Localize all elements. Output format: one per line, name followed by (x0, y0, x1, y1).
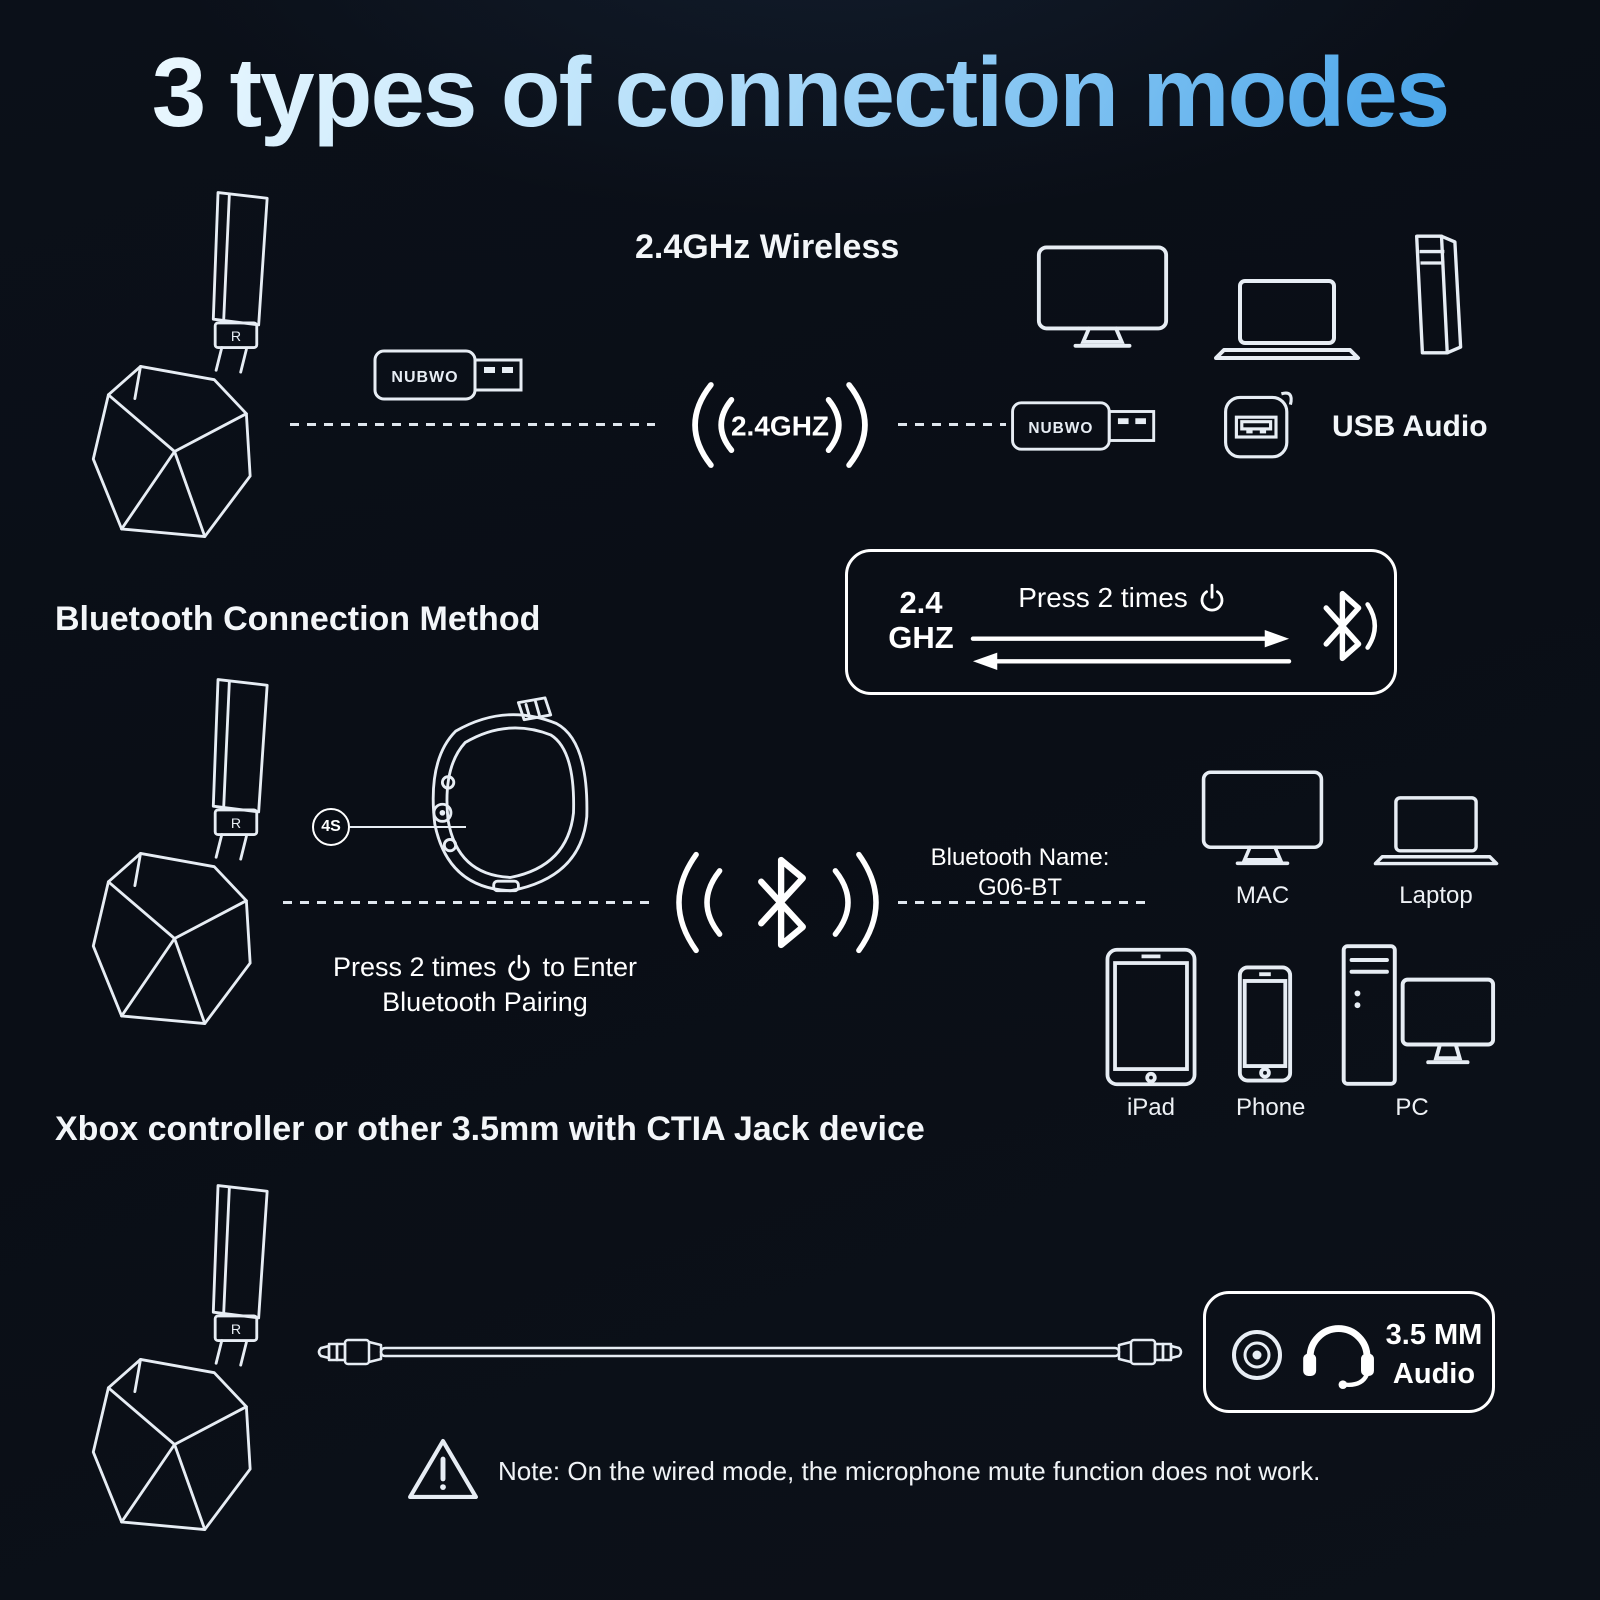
svg-text:R: R (231, 1322, 241, 1338)
dashed-connector (290, 423, 655, 426)
aux-audio-line1: 3.5 MM (1385, 1319, 1483, 1351)
freq-line2: GHZ (888, 619, 954, 655)
headset-illustration: R (91, 1184, 269, 1531)
usb-dongle-icon: NUBWO (373, 349, 523, 401)
bluetooth-name-label: Bluetooth Name: (930, 844, 1110, 871)
signal-label: 2.4GHZ (731, 410, 829, 441)
warning-icon (408, 1438, 478, 1500)
bluetooth-name-value: G06-BT (977, 874, 1063, 901)
usb-port-icon (1224, 391, 1293, 459)
bluetooth-name: Bluetooth Name: G06-BT (915, 843, 1125, 903)
headset-mic-icon (1303, 1325, 1374, 1389)
game-console-icon (1414, 234, 1463, 355)
pairing-instruction: Press 2 times to Enter Bluetooth Pairing (320, 952, 650, 1018)
usb-audio-label: USB Audio (1332, 410, 1488, 443)
wired-heading: Xbox controller or other 3.5mm with CTIA… (55, 1110, 925, 1148)
laptop-icon (1373, 796, 1499, 866)
headset-illustration: R (91, 191, 269, 538)
mode-switch-box: 2.4 GHZ Press 2 times (845, 549, 1397, 695)
press-label: Press 2 times (1018, 582, 1188, 613)
swap-arrows-icon (970, 630, 1292, 670)
dongle-brand-label: NUBWO (391, 369, 458, 386)
signal-24ghz-icon: 2.4GHZ (692, 382, 868, 468)
freq-label: 2.4 GHZ (876, 585, 966, 655)
bluetooth-signal-icon (676, 851, 879, 954)
callout-badge: 4S (312, 808, 350, 846)
device-label: PC (1395, 1094, 1429, 1121)
aux-audio-label: 3.5 MM Audio (1384, 1316, 1484, 1394)
ipad-icon (1105, 947, 1197, 1087)
usb-dongle-icon: NUBWO (1011, 401, 1156, 451)
phone-icon (1237, 965, 1293, 1083)
dongle-brand-label: NUBWO (1028, 420, 1093, 437)
power-icon (1196, 582, 1228, 614)
mac-monitor-icon (1201, 770, 1324, 866)
callout-line (350, 826, 466, 828)
dashed-connector (898, 423, 1006, 426)
pc-icon (1341, 944, 1496, 1086)
callout-badge-label: 4S (321, 818, 341, 835)
aux-audio-line2: Audio (1392, 1358, 1476, 1391)
laptop-icon (1214, 279, 1360, 360)
dashed-connector (898, 901, 1153, 904)
device-label: Phone (1236, 1094, 1306, 1121)
device-label: Laptop (1399, 882, 1473, 909)
aux-audio-box: 3.5 MM Audio (1203, 1291, 1495, 1413)
bluetooth-icon (1323, 590, 1378, 662)
press-suffix: to Enter (542, 952, 638, 982)
pairing-line2: Bluetooth Pairing (382, 987, 588, 1017)
device-label: MAC (1235, 882, 1290, 909)
wireless-heading: 2.4GHz Wireless (635, 228, 900, 266)
power-icon (504, 953, 534, 983)
page-title: 3 types of connection modes (0, 36, 1600, 149)
note-text: Note: On the wired mode, the microphone … (498, 1456, 1321, 1486)
press-instruction: Press 2 times (978, 582, 1268, 614)
audio-jack-icon (1232, 1330, 1282, 1380)
freq-line1: 2.4 (899, 585, 943, 620)
device-label: iPad (1126, 1094, 1176, 1121)
earcup-closeup-illustration (431, 696, 589, 893)
bluetooth-heading: Bluetooth Connection Method (55, 600, 541, 638)
monitor-icon (1036, 245, 1169, 348)
headset-illustration: R (91, 678, 269, 1025)
aux-cable-illustration (317, 1338, 1183, 1366)
svg-text:R: R (231, 816, 241, 832)
svg-text:R: R (231, 329, 241, 345)
dashed-connector (283, 901, 655, 904)
press-prefix: Press 2 times (332, 952, 497, 982)
